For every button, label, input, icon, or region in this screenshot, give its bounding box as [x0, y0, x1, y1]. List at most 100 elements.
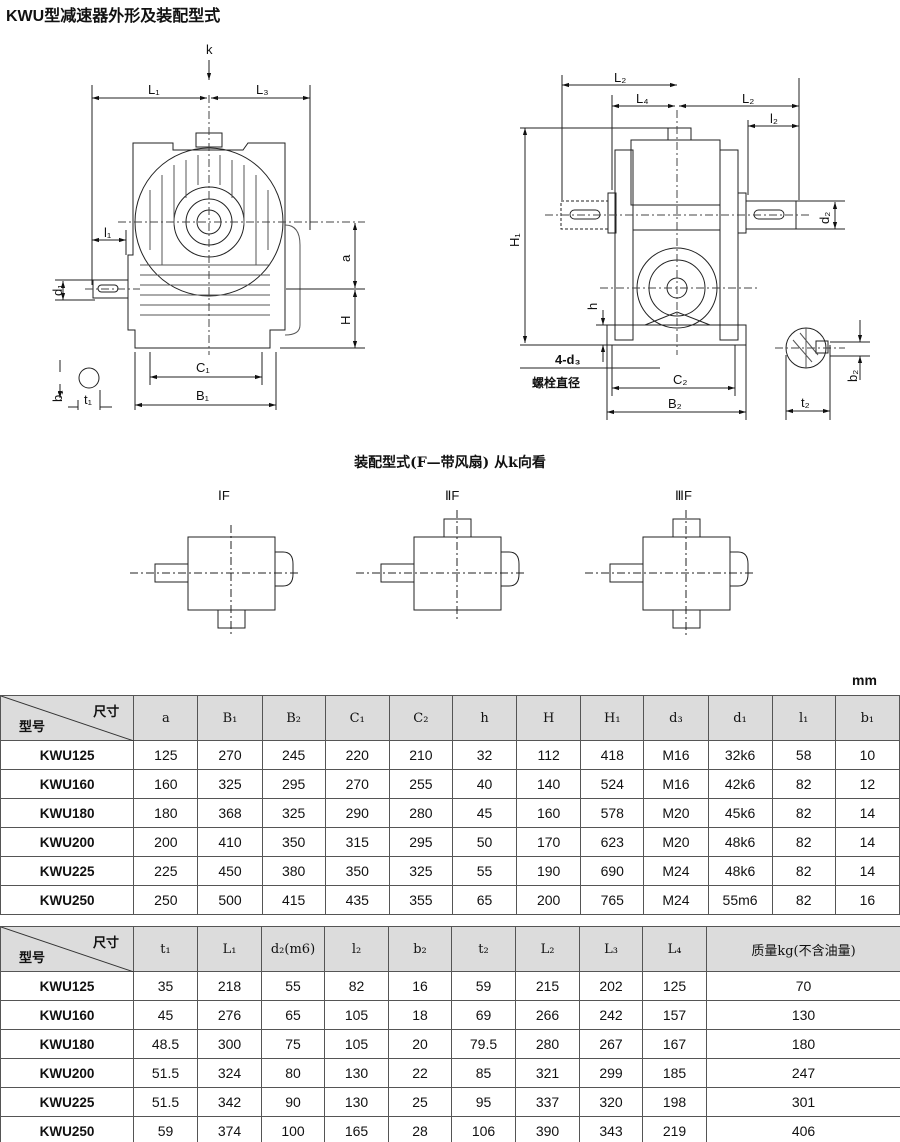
value-cell: 45k6 — [707, 798, 773, 828]
value-cell: 390 — [515, 1116, 580, 1142]
model-cell: KWU250 — [0, 1116, 134, 1142]
drawings: k L₁ L₃ l₁ d₁ a H C₁ B₁ b₁ t₁ — [50, 42, 870, 635]
value-cell: 28 — [388, 1116, 452, 1142]
column-header: L₃ — [579, 926, 643, 972]
column-header: t₂ — [451, 926, 516, 972]
value-cell: 300 — [197, 1029, 262, 1059]
value-cell: 167 — [642, 1029, 707, 1059]
header-model-label: 型号 — [19, 951, 46, 966]
assembly-title: 装配型式(F—带风扇) 从k向看 — [354, 455, 546, 471]
model-cell: KWU200 — [0, 827, 135, 857]
model-cell: KWU200 — [0, 1058, 134, 1088]
value-cell: 200 — [516, 885, 582, 915]
value-cell: 198 — [642, 1087, 707, 1117]
value-cell: 58 — [771, 740, 836, 770]
value-cell: 20 — [388, 1029, 452, 1059]
value-cell: 55m6 — [707, 885, 773, 915]
value-cell: 299 — [579, 1058, 643, 1088]
unit-label: mm — [852, 672, 877, 688]
value-cell: 270 — [197, 740, 263, 770]
value-cell: 190 — [516, 856, 582, 886]
value-cell: 85 — [451, 1058, 516, 1088]
value-cell: 157 — [642, 1000, 707, 1030]
value-cell: 324 — [197, 1058, 262, 1088]
value-cell: 180 — [706, 1029, 900, 1059]
value-cell: 10 — [834, 740, 900, 770]
value-cell: 242 — [579, 1000, 643, 1030]
header-dimension-label: 尺寸 — [92, 936, 119, 951]
value-cell: 295 — [388, 827, 453, 857]
value-cell: 160 — [133, 769, 199, 799]
column-header: B₁ — [197, 695, 263, 741]
column-header: 质量kg(不含油量) — [706, 926, 900, 972]
label-bolt-diameter: 螺栓直径 — [532, 375, 580, 390]
value-cell: 82 — [324, 971, 389, 1001]
front-view-drawing — [55, 60, 365, 410]
value-cell: 75 — [261, 1029, 325, 1059]
value-cell: 45 — [451, 798, 518, 828]
value-cell: 82 — [771, 885, 836, 915]
value-cell: 185 — [642, 1058, 707, 1088]
value-cell: 130 — [324, 1058, 389, 1088]
value-cell: 106 — [451, 1116, 516, 1142]
model-cell: KWU125 — [0, 971, 134, 1001]
value-cell: 14 — [834, 827, 900, 857]
value-cell: 210 — [388, 740, 453, 770]
column-header: b₁ — [834, 695, 900, 741]
column-header: C₁ — [324, 695, 390, 741]
value-cell: M20 — [643, 798, 709, 828]
model-cell: KWU160 — [0, 769, 135, 799]
value-cell: 301 — [706, 1087, 900, 1117]
assembly-type-1 — [130, 525, 300, 635]
value-cell: 215 — [515, 971, 580, 1001]
value-cell: 82 — [771, 856, 836, 886]
value-cell: 14 — [834, 798, 900, 828]
value-cell: 12 — [834, 769, 900, 799]
value-cell: 290 — [324, 798, 390, 828]
value-cell: 343 — [579, 1116, 643, 1142]
value-cell: 245 — [261, 740, 326, 770]
header-corner: 尺寸型号 — [0, 695, 135, 741]
label-L3: L₃ — [256, 82, 269, 97]
label-b1: b₁ — [50, 390, 65, 402]
value-cell: 82 — [771, 827, 836, 857]
value-cell: 350 — [324, 856, 390, 886]
column-header: C₂ — [388, 695, 453, 741]
value-cell: 55 — [451, 856, 518, 886]
value-cell: 337 — [515, 1087, 580, 1117]
value-cell: 32k6 — [707, 740, 773, 770]
column-header: l₁ — [771, 695, 836, 741]
value-cell: 70 — [706, 971, 900, 1001]
value-cell: 380 — [261, 856, 326, 886]
value-cell: 225 — [133, 856, 199, 886]
assembly-type-3 — [585, 510, 755, 635]
value-cell: 295 — [261, 769, 326, 799]
value-cell: 200 — [133, 827, 199, 857]
value-cell: 578 — [580, 798, 645, 828]
value-cell: 180 — [133, 798, 199, 828]
label-H: H — [338, 316, 353, 325]
label-l1: l₁ — [104, 225, 112, 240]
value-cell: 270 — [324, 769, 390, 799]
value-cell: 321 — [515, 1058, 580, 1088]
model-cell: KWU225 — [0, 1087, 134, 1117]
column-header: L₁ — [197, 926, 262, 972]
value-cell: 418 — [580, 740, 645, 770]
value-cell: 218 — [197, 971, 262, 1001]
value-cell: 45 — [133, 1000, 198, 1030]
page-title: KWU型减速器外形及装配型式 — [6, 8, 221, 25]
value-cell: 48k6 — [707, 856, 773, 886]
value-cell: 14 — [834, 856, 900, 886]
value-cell: 55 — [261, 971, 325, 1001]
label-L4: L₄ — [636, 91, 649, 106]
value-cell: 105 — [324, 1029, 389, 1059]
label-4-d3: 4-d₃ — [555, 352, 581, 367]
label-d2: d₂ — [817, 212, 832, 224]
